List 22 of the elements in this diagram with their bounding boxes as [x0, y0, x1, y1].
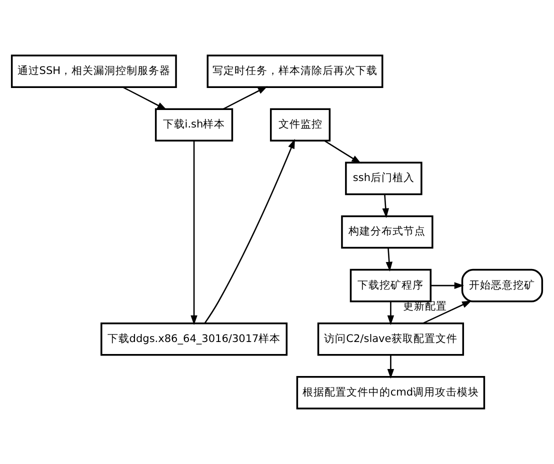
arrow — [387, 355, 394, 379]
node-box: 根据配置文件中的cmd调用攻击模块 — [296, 376, 486, 410]
node-box: 通过SSH，相关漏洞控制服务器 — [10, 54, 177, 88]
arrow — [122, 86, 167, 110]
node-box: 下载i.sh样本 — [154, 108, 234, 142]
arrow — [324, 140, 362, 164]
arrow — [222, 86, 268, 110]
node-box: 开始恶意挖矿 — [461, 268, 544, 302]
node-box: 下载ddgs.x86_64_3016/3017样本 — [100, 322, 288, 356]
arrow — [382, 194, 390, 218]
arrow — [422, 300, 472, 324]
node-box: 访问C2/slave获取配置文件 — [317, 322, 464, 356]
node-box: 文件监控 — [270, 108, 331, 142]
arrow — [430, 282, 464, 289]
node-box: ssh后门植入 — [345, 162, 422, 196]
arrow — [204, 138, 295, 324]
node-box: 下载挖矿程序 — [350, 268, 432, 302]
arrow — [190, 140, 198, 326]
node-box: 写定时任务，样本清除后再次下载 — [206, 54, 384, 88]
node-box: 构建分布式节点 — [341, 215, 434, 249]
arrow — [386, 248, 393, 272]
arrow — [387, 301, 394, 326]
